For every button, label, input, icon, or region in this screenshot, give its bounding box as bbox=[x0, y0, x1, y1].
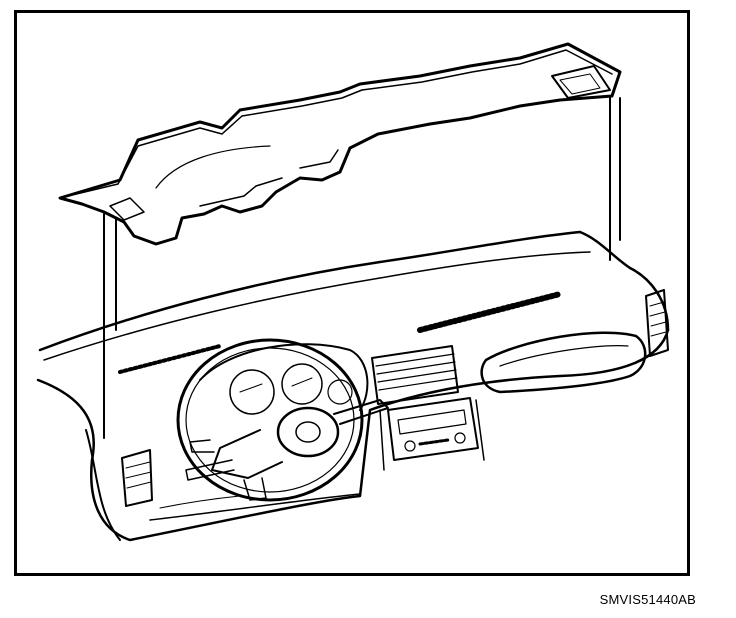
instrument-panel-icon bbox=[36, 230, 670, 542]
dash-panel-insulator-pad-icon bbox=[58, 42, 622, 246]
figure-id-label: SMVIS51440AB bbox=[599, 592, 696, 607]
alignment-lines bbox=[103, 95, 621, 439]
instrument-cluster-icon bbox=[199, 343, 369, 415]
radio-head-unit-icon bbox=[379, 397, 485, 471]
steering-wheel-icon bbox=[176, 338, 389, 502]
air-vent-icon bbox=[371, 345, 459, 405]
